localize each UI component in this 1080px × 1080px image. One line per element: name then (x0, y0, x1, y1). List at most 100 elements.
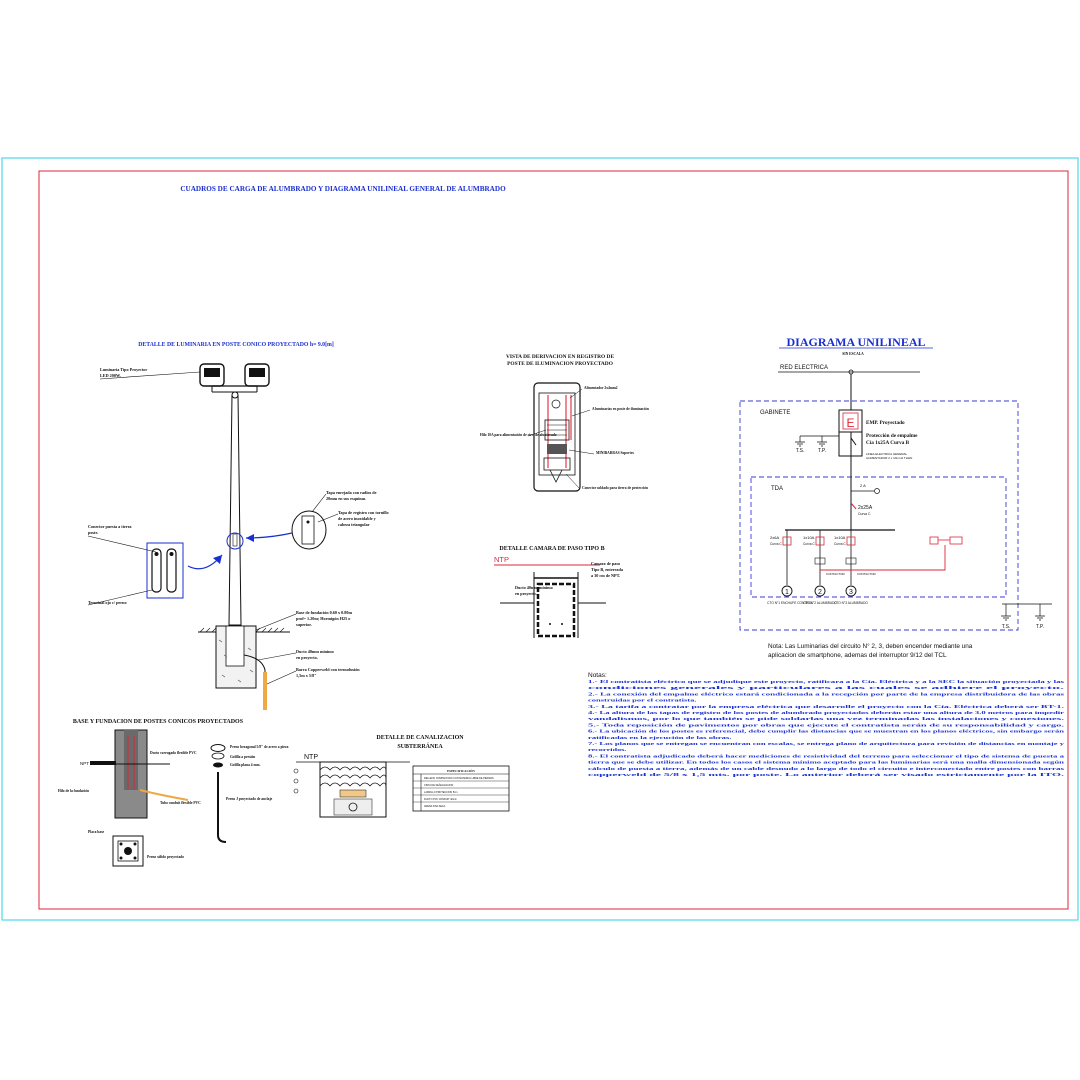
outer-frame (1, 157, 1079, 921)
linea-label-2: ALIMENTADOR 2 x 10mm2 THHN (866, 456, 912, 460)
foundation-label-9: Perno J proyectado de anclaje (226, 797, 273, 801)
circuit-2: CTO N°2 ALUMBRADO (803, 601, 837, 605)
breaker-1-label: 2x6A (770, 535, 779, 540)
cap-label-1: Tapa enrejada con radios de (326, 490, 377, 495)
derivation-label-a: Alimentador 2x4mm2 (584, 386, 618, 390)
passage-chamber (536, 582, 576, 638)
foundation-label-7: Golilla a presión (230, 755, 255, 759)
note-line: 5.- Toda reposición de pavimentos por ob… (588, 722, 1064, 727)
note-line: condiciones generales y particulares a l… (588, 685, 1064, 690)
note-line: 3.- La tarifa a contratar por la empresa… (588, 704, 1064, 709)
note-line: 2.- La conexión del empalme eléctrico es… (588, 691, 1064, 696)
terminal-label: Terminal ojo c/ perno (88, 600, 127, 605)
gabinete-box (739, 400, 1019, 631)
emp-label-2: Protección de empalme (866, 433, 918, 439)
red-electrica-label: RED ELECTRICA (780, 365, 828, 371)
ts-label: T.S. (796, 448, 805, 454)
derivation-label-e: Conector soldado para tierra de protecci… (582, 486, 648, 490)
tp2-label: T.P. (1036, 624, 1044, 630)
ground-connector-detail (146, 542, 184, 599)
contactor-1: CONTACTOR (826, 572, 846, 576)
ground-conn-label-1: Conector puesta a tierra (88, 524, 132, 529)
lamp-label-2: LED 200W. (100, 373, 121, 378)
derivation-title-1: VISTA DE DERIVACION EN REGISTRO DE (506, 354, 614, 360)
fuse-label: 2 A (860, 483, 866, 488)
conic-pole (228, 394, 242, 626)
emp-letter: E (846, 416, 854, 430)
canal-title-2: SUBTERRÁNEA (397, 742, 443, 750)
projector-lamp-icon (199, 363, 270, 393)
derivation-label-d: MINIBARRAS Soportes (596, 451, 634, 455)
foundation-title: BASE Y FUNDACION DE POSTES CONICOS PROYE… (73, 719, 244, 725)
main-breaker-label: 2x25A (858, 505, 873, 511)
breaker-2-label: 1x10A (803, 535, 815, 540)
unifilar-note-1: Nota: Las Luminarias del circuito N° 2, … (768, 642, 973, 650)
branch-3: 1x10A Curva C 3 CTO N°3 ALUMBRADO (834, 530, 868, 605)
bar-label-2: 1,5m x 5/8" (296, 673, 317, 678)
bar-label-1: Barra Copperweld con termofusión (296, 667, 360, 672)
notes-block: Notas: 1.- El contratista eléctrico que … (588, 672, 1065, 777)
canal-row: CINTA DE SEÑALIZACION (424, 784, 453, 787)
main-breaker-sub: Curva C (858, 512, 871, 516)
emp-label-1: EMP. Proyectado (866, 420, 905, 426)
circuit-1: CTO N°1 ENCHUFE CONTROL (767, 601, 813, 605)
derivation-label-b: A luminarias en poste de iluminación (592, 407, 649, 411)
base-label-1: Base de fundación 0.60 x 0.80m (296, 610, 352, 615)
registry-label-1: Tapa de registro con tornillo (338, 510, 389, 515)
note-line: 6.- La ubicación de los postes es refere… (588, 729, 1065, 734)
canal-row: LADRILLO PROTECCION 5cm (424, 791, 457, 794)
unifilar-note-2: aplicacion de smartphone, ademas del int… (768, 652, 947, 659)
duct-label-1: Ducto 40mm mínimo (296, 649, 334, 654)
branch-2: 1x10A Curva C 2 CTO N°2 ALUMBRADO (803, 530, 837, 605)
breaker-2-sub: Curva C (803, 542, 815, 546)
chamber-detail: DETALLE CAMARA DE PASO TIPO B NTP Camara… (494, 546, 624, 638)
derivation-label-c: Hilo 10A para alimentación de circ. de a… (480, 433, 557, 437)
notes-heading: Notas: (588, 672, 607, 679)
chamber-title: DETALLE CAMARA DE PASO TIPO B (499, 546, 604, 552)
note-line: 4.- La altura de las tapas de registro d… (588, 710, 1064, 715)
foundation-label-8: Golilla plana 4 mm. (230, 763, 260, 767)
cap-label-2: 20mm en sus esquinas (326, 496, 366, 501)
linea-label-1: LINEA ELECTRICA GENERAL (866, 452, 908, 456)
contactor-2: CONTACTOR (857, 572, 877, 576)
inner-frame (38, 170, 1069, 910)
registry-label-2: de acero inoxidable y (338, 516, 377, 521)
note-line: recorridos. (588, 747, 627, 752)
canal-table-rows: RELLENO COMPACTADO CON MATERIAL LIBRE DE… (413, 777, 509, 808)
ts2-label: T.S. (1002, 624, 1011, 630)
copperweld-bar (263, 672, 267, 710)
canal-title-1: DETALLE DE CANALIZACION (376, 735, 464, 741)
canal-row: RELLENO COMPACTADO CON MATERIAL LIBRE DE… (424, 777, 494, 780)
canal-ntp: NTP (304, 754, 318, 761)
chamber-label-2: Tipo B, enterrada (591, 567, 624, 572)
foundation-npt: NPT (80, 761, 89, 766)
luminaire-detail-title: DETALLE DE LUMINARIA EN POSTE CONICO PRO… (138, 342, 334, 348)
luminaire-detail: DETALLE DE LUMINARIA EN POSTE CONICO PRO… (87, 342, 389, 710)
note-line: 7.- Los planos que se entregan se encuen… (588, 741, 1065, 746)
circuit-3: CTO N°3 ALUMBRADO (834, 601, 868, 605)
ground-conn-label-2: poste. (88, 530, 98, 535)
derivation-title-2: POSTE DE ILUMINACION PROYECTADO (507, 361, 613, 367)
unifilar-subtitle: SIN ESCALA (842, 352, 864, 356)
chamber-duct-1: Ducto 40mm mínimo (515, 585, 553, 590)
tp-label: T.P. (818, 448, 826, 454)
canal-detail: DETALLE DE CANALIZACION SUBTERRÁNEA NTP … (293, 735, 510, 818)
note-line: vandalismos, por lo que también se pide … (588, 716, 1064, 721)
registry-door-circle (226, 532, 244, 550)
base-label-2: prof= 1.20m; Hormigón H25 o (296, 616, 350, 621)
unifilar-diagram: DIAGRAMA UNILINEAL SIN ESCALA RED ELECTR… (739, 335, 1052, 659)
tda-label: TDA (771, 486, 783, 492)
chamber-duct-2: en proyecto. (515, 591, 537, 596)
foundation-label-4: Perno sólido proyectado (147, 855, 184, 859)
branch-1: 2x6A Curva C 1 CTO N°1 ENCHUFE CONTROL (767, 530, 813, 605)
emp-label-3: Cía 1x25A Curva B (866, 440, 910, 446)
canal-table-header: ESPECIFICACIÓN (447, 768, 475, 773)
note-line: ratificadas en la ejecución de las obras… (588, 735, 732, 740)
canal-row: ARENA FINA SECA (424, 805, 446, 808)
node-1: 1 (785, 589, 789, 596)
chamber-label-3: a 30 cm de NPT. (591, 573, 620, 578)
gabinete-label: GABINETE (760, 410, 790, 416)
node-2: 2 (818, 589, 822, 596)
derivation-view: VISTA DE DERIVACION EN REGISTRO DE POSTE… (480, 354, 649, 492)
